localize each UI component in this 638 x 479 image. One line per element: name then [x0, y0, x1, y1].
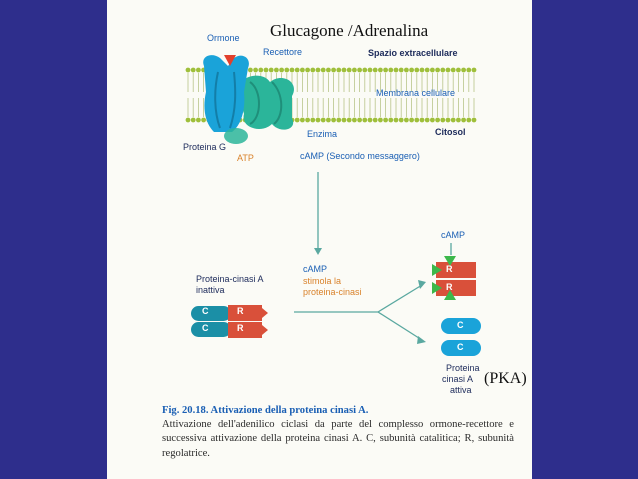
pka-regulatory-with-camp [432, 256, 476, 300]
label-spazio-extracellulare: Spazio extracellulare [368, 48, 458, 58]
label-membrana-cellulare: Membrana cellulare [376, 88, 456, 98]
label-ormone: Ormone [207, 33, 240, 43]
enzyme-shape [237, 75, 294, 130]
subunit-r-active-1: R [446, 264, 453, 274]
label-pka-inattiva-2: inattiva [196, 285, 225, 295]
label-pka-attiva-3: attiva [450, 385, 472, 395]
hormone-shape [224, 55, 236, 66]
subunit-r-active-2: R [446, 282, 453, 292]
subunit-c-active-2: C [457, 342, 464, 352]
label-pka-attiva-2: cinasi A [442, 374, 474, 384]
label-camp-mid: cAMP [303, 264, 328, 274]
label-enzima: Enzima [307, 129, 338, 139]
subunit-c-active-1: C [457, 320, 464, 330]
label-proteina-g: Proteina G [183, 142, 227, 152]
subunit-c-1: C [202, 306, 209, 316]
arrow-heads [314, 248, 426, 344]
slide-title: Glucagone /Adrenalina [270, 21, 429, 40]
subunit-r-1: R [237, 306, 244, 316]
caption-title: Fig. 20.18. Attivazione della proteina c… [162, 405, 369, 416]
subunit-r-2: R [237, 323, 244, 333]
pka-inactive-complex [191, 305, 268, 338]
label-camp-top-right: cAMP [441, 230, 466, 240]
pathway-arrows [294, 172, 452, 341]
label-pka-inattiva-1: Proteina-cinasi A [196, 274, 264, 284]
subunit-c-2: C [202, 323, 209, 333]
label-citosol: Citosol [435, 127, 466, 137]
figure-caption: Fig. 20.18. Attivazione della proteina c… [162, 404, 514, 461]
label-stimola-2: proteina-cinasi [303, 287, 362, 297]
label-recettore: Recettore [263, 47, 303, 57]
label-stimola-1: stimola la [303, 276, 342, 286]
label-pka-attiva-1: Proteina [446, 363, 480, 373]
label-atp: ATP [237, 153, 254, 163]
pka-label: (PKA) [484, 370, 527, 387]
pka-catalytic-active [441, 318, 481, 356]
g-protein-shape [224, 128, 248, 144]
caption-body: Attivazione dell'adenilico ciclasi da pa… [162, 419, 514, 459]
receptor-shape [203, 55, 249, 132]
label-camp-secondo-messaggero: cAMP (Secondo messaggero) [300, 151, 420, 161]
